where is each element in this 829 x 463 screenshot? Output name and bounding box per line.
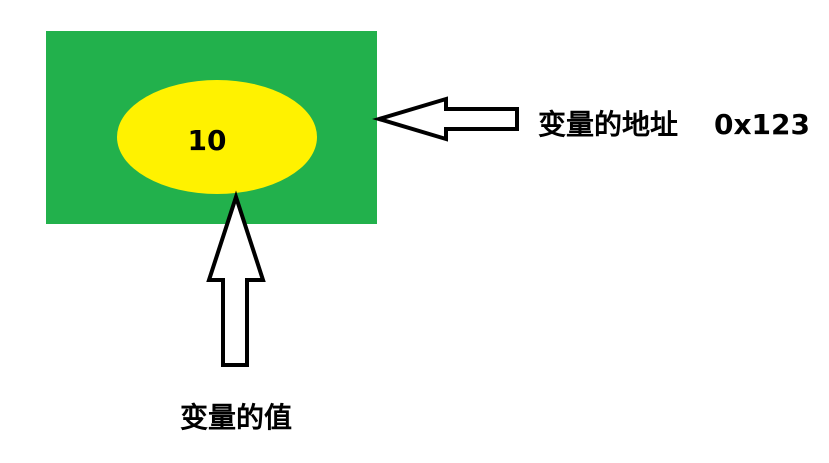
- variable-value-text: 10: [188, 124, 227, 157]
- value-arrow: [206, 190, 266, 367]
- address-label: 变量的地址: [538, 108, 678, 141]
- address-arrow: [372, 96, 519, 142]
- value-label: 变量的值: [180, 401, 292, 434]
- address-value: 0x123: [714, 108, 810, 141]
- value-ellipse: [117, 80, 317, 194]
